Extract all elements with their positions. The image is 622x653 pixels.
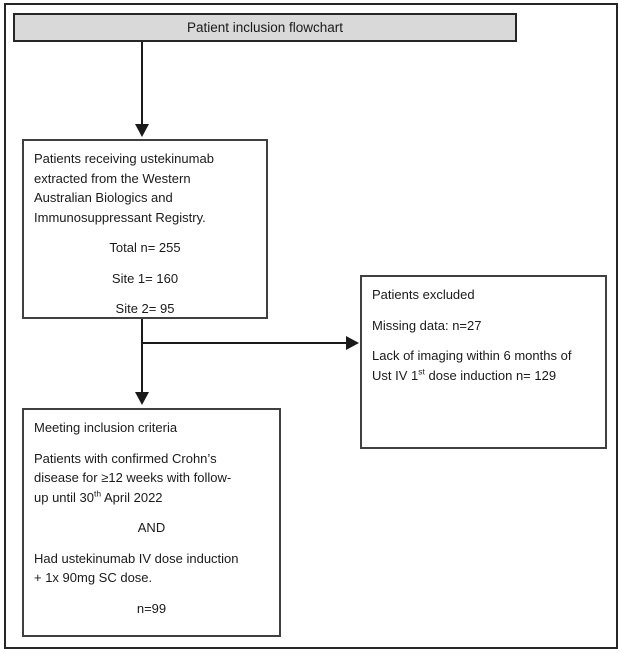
inclusion-n-count: n=99 [136, 600, 167, 616]
inclusion-box: Meeting inclusion criteria Patients with… [22, 408, 281, 637]
inclusion-criteria-date: April 2022 [101, 489, 163, 505]
excluded-box: Patients excluded Missing data: n=27 Lac… [360, 275, 607, 449]
registry-total-count: Total n= 255 [109, 240, 181, 255]
excluded-imaging-count: dose induction n= 129 [424, 367, 557, 383]
registry-description: Patients receiving ustekinumab extracted… [34, 151, 214, 225]
excluded-heading: Patients excluded [372, 287, 475, 302]
inclusion-criteria-text: Patients with confirmed Crohn’s disease … [34, 450, 232, 505]
inclusion-criteria: Patients with confirmed Crohn’s disease … [34, 449, 269, 508]
inclusion-dose: Had ustekinumab IV dose induction + 1x 9… [34, 550, 239, 586]
flowchart-title: Patient inclusion flowchart [186, 20, 344, 35]
arrow-right-icon [346, 336, 359, 350]
title-box: Patient inclusion flowchart [13, 13, 517, 42]
registry-box: Patients receiving ustekinumab extracted… [22, 139, 268, 319]
excluded-imaging-text: Lack of imaging within 6 months of Ust I… [372, 348, 572, 383]
excluded-missing-data: Missing data: n=27 [372, 317, 482, 333]
outer-frame [4, 3, 618, 649]
excluded-imaging: Lack of imaging within 6 months of Ust I… [372, 346, 595, 385]
inclusion-heading: Meeting inclusion criteria [34, 420, 178, 435]
inclusion-criteria-ordinal: th [94, 488, 102, 499]
connector-branch-to-excluded [141, 342, 346, 344]
connector-registry-to-inclusion [141, 319, 143, 393]
arrow-down-icon [135, 124, 149, 137]
inclusion-and-label: AND [137, 520, 166, 535]
excluded-imaging-ordinal: st [418, 366, 425, 377]
registry-site1-count: Site 1= 160 [111, 270, 179, 286]
arrow-down-icon [135, 392, 149, 405]
connector-title-to-registry [141, 42, 143, 125]
registry-site2-count: Site 2= 95 [115, 301, 175, 316]
